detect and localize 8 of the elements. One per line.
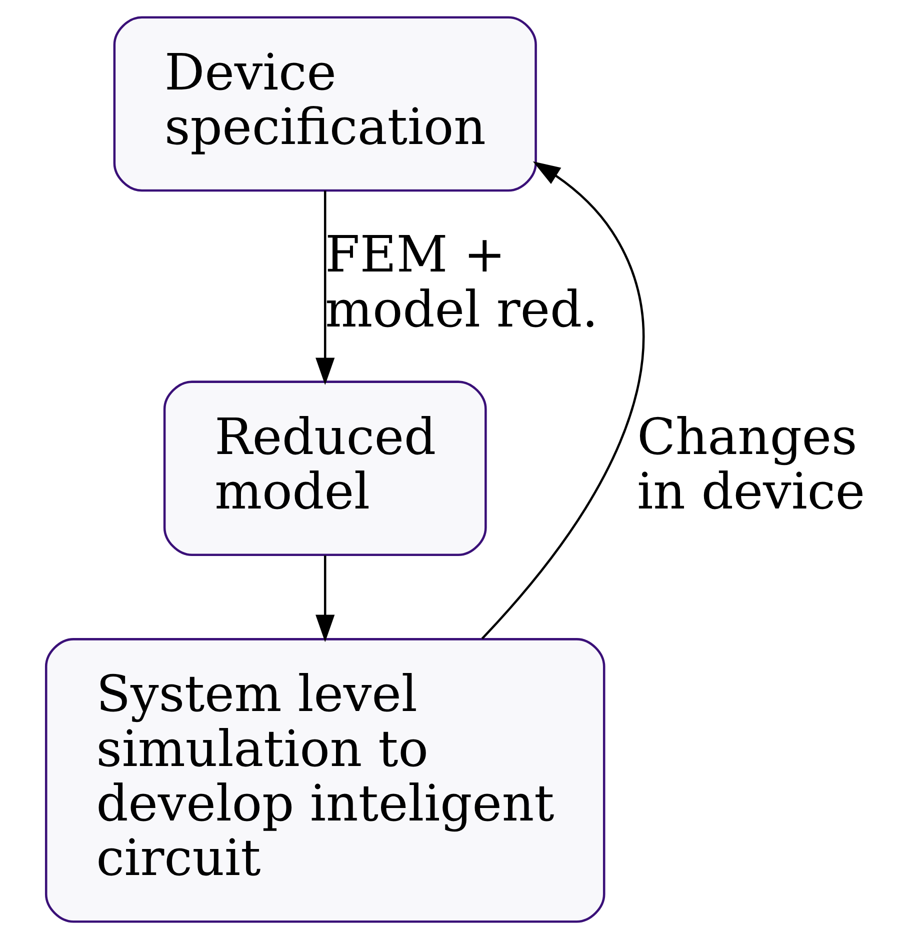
node-box: Reduced model [162, 380, 486, 556]
node-box: System level simulation to develop inteligent circuit [44, 638, 605, 923]
arrow [480, 161, 644, 640]
arrow [315, 555, 334, 642]
arrow [315, 190, 334, 386]
edge-label: FEM + model red. [324, 224, 598, 338]
edge-label: Changes in device [636, 406, 865, 520]
node-box: Device specification [112, 16, 536, 192]
